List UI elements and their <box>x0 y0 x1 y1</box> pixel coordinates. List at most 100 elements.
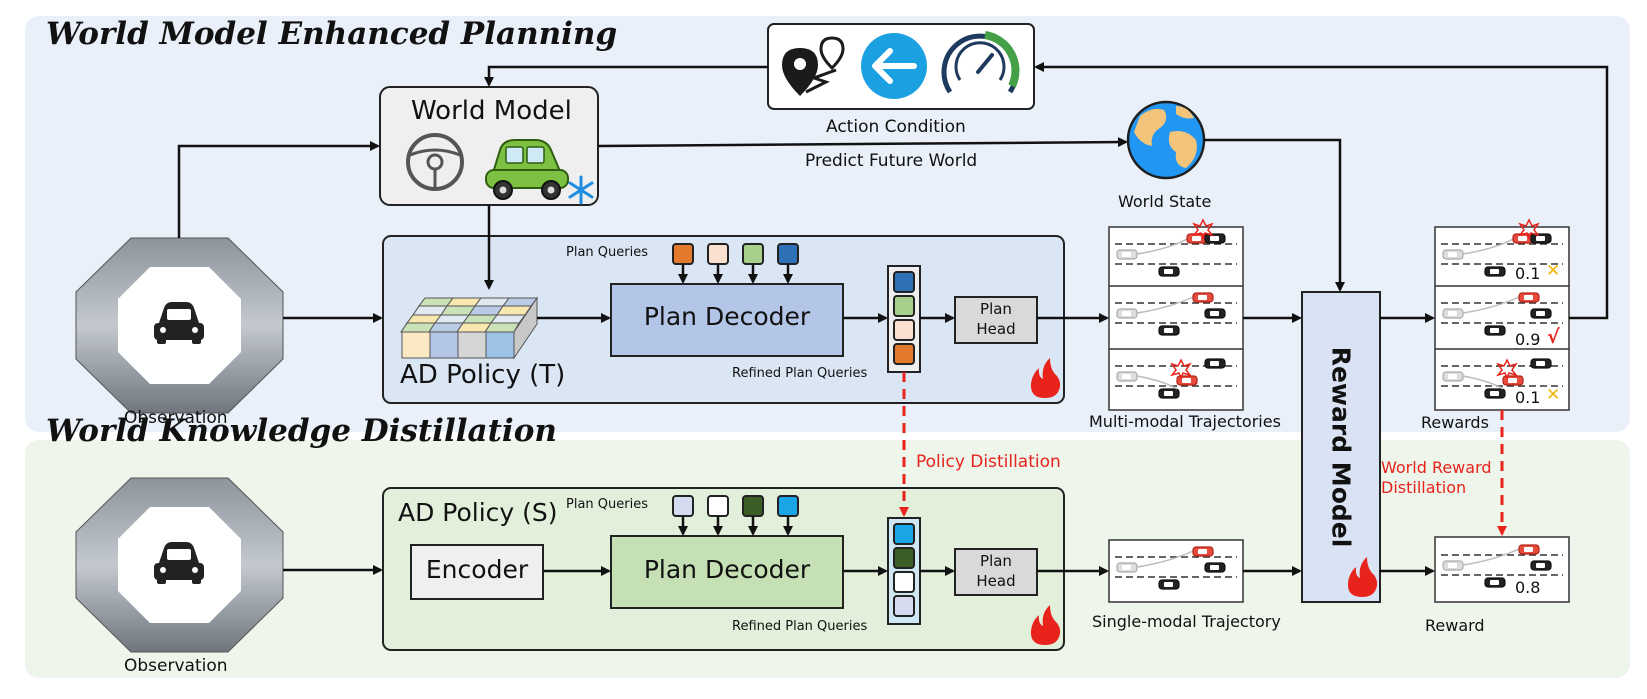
plan-query-square <box>707 495 729 517</box>
mini-car-icon <box>1204 562 1226 573</box>
mini-car-icon <box>1530 308 1552 319</box>
plan-query-square <box>707 243 729 265</box>
mini-car-icon <box>1192 292 1214 303</box>
teacher-plan-head-label: Plan Head <box>955 299 1037 339</box>
plan-head-line: Head <box>976 320 1016 338</box>
speedometer-icon <box>941 31 1020 94</box>
student-plan-decoder-label: Plan Decoder <box>643 555 811 584</box>
mini-car-icon <box>1484 388 1506 399</box>
mini-car-icon <box>1158 266 1180 277</box>
mini-car-icon <box>1484 266 1506 277</box>
green-car-icon <box>485 139 569 200</box>
collision-icon <box>1191 218 1215 241</box>
teacher-plan-decoder <box>610 283 844 357</box>
teacher-refined-label: Refined Plan Queries <box>732 366 868 381</box>
left-arrow-icon <box>861 33 927 99</box>
world-reward-line: World Reward <box>1381 458 1492 477</box>
mini-car-icon <box>1518 292 1540 303</box>
mini-car-icon <box>1502 375 1524 386</box>
bottom-section-title: World Knowledge Distillation <box>46 413 557 449</box>
student-encoder-label: Encoder <box>425 555 529 584</box>
mini-car-icon <box>1204 308 1226 319</box>
mini-car-icon <box>1442 560 1464 571</box>
mini-car-icon <box>1484 325 1506 336</box>
reward-value: 0.1 <box>1515 388 1541 407</box>
plan-query-square <box>777 495 799 517</box>
student-plan-head-label: Plan Head <box>955 551 1037 591</box>
predict-future-label: Predict Future World <box>805 151 978 171</box>
plan-query-square <box>742 243 764 265</box>
world-model-title: World Model <box>411 96 572 126</box>
mini-car-icon <box>1530 233 1552 244</box>
reward-model-box <box>1301 291 1381 603</box>
teacher-plan-queries-label: Plan Queries <box>566 245 648 260</box>
check-mark-icon: √ <box>1547 326 1560 348</box>
fire-icon <box>1030 605 1061 645</box>
observation-bottom <box>75 477 284 653</box>
plan-head-line: Head <box>976 572 1016 590</box>
mini-car-icon <box>1158 325 1180 336</box>
cross-mark-icon: ✕ <box>1546 385 1561 405</box>
teacher-refined-query-squares <box>893 271 915 365</box>
bev-feature-grid <box>400 296 538 360</box>
refined-query-square <box>893 271 915 293</box>
policy-distillation-label: Policy Distillation <box>916 452 1061 472</box>
plan-head-line: Plan <box>980 300 1012 318</box>
fire-icon <box>1030 358 1061 398</box>
refined-query-square <box>893 319 915 341</box>
query-arrows <box>678 264 793 536</box>
teacher-plan-decoder-label: Plan Decoder <box>643 302 811 331</box>
student-plan-queries-label: Plan Queries <box>566 497 648 512</box>
mini-car-icon <box>1442 249 1464 260</box>
distillation-arrows <box>899 372 1507 536</box>
collision-icon <box>1169 358 1193 381</box>
mini-car-icon <box>1116 371 1138 382</box>
mini-car-icon <box>1116 249 1138 260</box>
refined-query-square <box>893 571 915 593</box>
car-icon <box>154 302 204 344</box>
mini-car-icon <box>1192 546 1214 557</box>
route-pin-icon <box>782 36 845 96</box>
plan-query-square <box>672 495 694 517</box>
student-refined-label: Refined Plan Queries <box>732 619 868 634</box>
fire-icon <box>1347 557 1378 597</box>
plan-query-square <box>742 495 764 517</box>
collision-icon <box>1495 358 1519 381</box>
globe-icon <box>1126 100 1206 180</box>
steering-wheel-icon <box>406 133 464 191</box>
mini-car-icon <box>1116 562 1138 573</box>
mini-car-icon <box>1204 358 1226 369</box>
mini-car-icon <box>1116 308 1138 319</box>
mini-car-icon <box>1484 577 1506 588</box>
mini-car-icon <box>1158 579 1180 590</box>
refined-query-square <box>893 595 915 617</box>
world-reward-distillation-label: World Reward Distillation <box>1381 458 1492 498</box>
teacher-policy-title: AD Policy (T) <box>400 360 566 390</box>
reward-label: Reward <box>1425 616 1485 635</box>
reward-value: 0.8 <box>1515 578 1541 597</box>
teacher-plan-head <box>954 296 1038 344</box>
world-reward-line: Distillation <box>1381 478 1467 497</box>
collision-icon <box>1517 218 1541 241</box>
action-condition-label: Action Condition <box>826 117 966 137</box>
top-section-title: World Model Enhanced Planning <box>46 16 618 52</box>
car-icon <box>154 542 204 584</box>
observation-top-label: Observation <box>124 408 228 428</box>
reward-value: 0.9 <box>1515 330 1541 349</box>
single-modal-label: Single-modal Trajectory <box>1092 612 1281 631</box>
mini-car-icon <box>1158 388 1180 399</box>
refined-query-square <box>893 547 915 569</box>
mini-car-icon <box>1442 308 1464 319</box>
refined-query-square <box>893 343 915 365</box>
mini-car-icon <box>1518 544 1540 555</box>
student-policy-title: AD Policy (S) <box>398 498 558 527</box>
plan-query-square <box>672 243 694 265</box>
snowflake-icon <box>568 175 594 205</box>
reward-model-label: Reward Model <box>1326 346 1356 548</box>
mini-car-icon <box>1204 233 1226 244</box>
flow-arrows <box>177 62 1609 576</box>
observation-top <box>75 237 284 414</box>
mini-car-icon <box>1530 358 1552 369</box>
student-refined-query-squares <box>893 523 915 617</box>
